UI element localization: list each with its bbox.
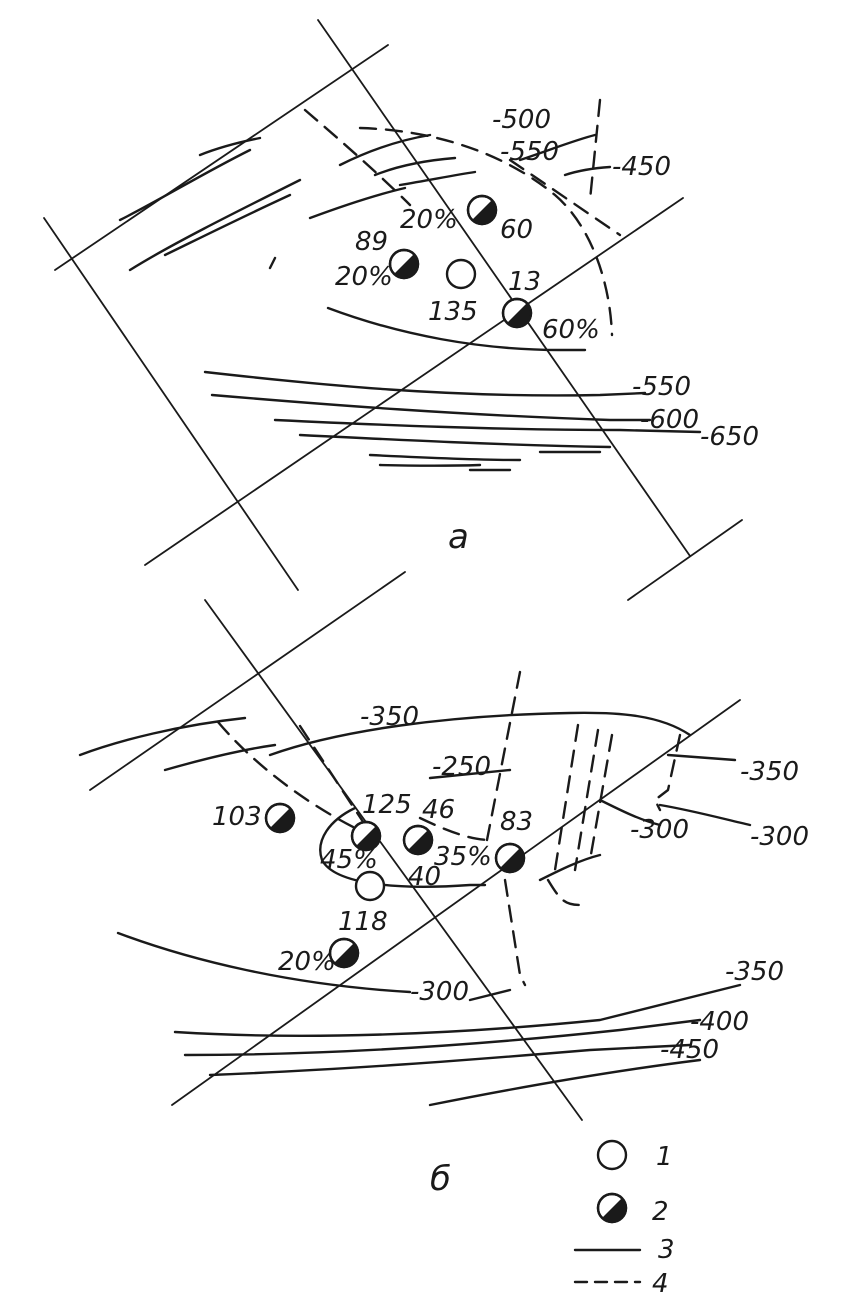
contour-label: -300: [410, 977, 469, 1007]
fault-lines-b: [538, 753, 752, 882]
dashed-contours-b: [216, 670, 682, 987]
well-number: 89: [355, 227, 388, 257]
contour-label: -450: [612, 152, 671, 182]
contour-label: -250: [432, 752, 491, 782]
contour-label: -650: [700, 422, 759, 452]
well-marker: 135: [428, 258, 478, 327]
dashed-contours-a: [303, 98, 622, 337]
panel-b: -350 -250 -350 -300 -300 -300 -350 -400 …: [78, 571, 809, 1199]
contour-label: -350: [740, 757, 799, 787]
well-marker: 118 20%: [278, 870, 388, 977]
well-number: 46: [422, 795, 455, 825]
contour-label: -350: [725, 957, 784, 987]
well-number: 103: [212, 802, 262, 832]
contours-lower-b: [173, 983, 742, 1107]
legend-item-1: 1: [596, 1139, 673, 1172]
well-marker: 60 20%: [400, 196, 533, 245]
legend-label: 3: [658, 1235, 675, 1265]
contours-upper-b: [78, 711, 692, 994]
contour-label: -350: [360, 702, 419, 732]
legend-label: 1: [656, 1142, 673, 1172]
legend-item-2: 2: [598, 1194, 669, 1227]
profile-lines-a: [43, 19, 743, 601]
well-marker: 46 35%: [404, 795, 492, 872]
well-number: 60: [500, 215, 533, 245]
well-number: 125: [362, 790, 412, 820]
panel-label: б: [430, 1159, 451, 1199]
panel-a: -500 -550 -450 -550 -600 -650 60 20% 89 …: [43, 19, 759, 601]
well-percent: 45%: [320, 845, 378, 875]
well-marker: 103: [212, 802, 294, 832]
well-percent: 20%: [400, 205, 458, 235]
well-percent: 35%: [434, 842, 492, 872]
contour-label: -450: [660, 1035, 719, 1065]
well-marker: 125 45%: [320, 790, 412, 875]
well-percent: 20%: [335, 262, 393, 292]
well-marker: 83: [496, 807, 533, 872]
legend-label: 2: [652, 1197, 669, 1227]
well-number: 13: [508, 267, 541, 297]
contour-label: -500: [492, 105, 551, 135]
contour-label: -550: [632, 372, 691, 402]
panel-label: а: [448, 517, 469, 557]
legend-label: 4: [652, 1269, 669, 1299]
legend: 1 2 3 4: [573, 1139, 675, 1299]
profile-lines-b: [89, 571, 741, 1121]
well-percent: 20%: [278, 947, 336, 977]
legend-item-3: 3: [573, 1235, 675, 1265]
contour-label: -550: [500, 137, 559, 167]
contour-label: -400: [690, 1007, 749, 1037]
legend-item-4: 4: [573, 1269, 669, 1299]
well-marker: [330, 939, 358, 967]
contour-label: -300: [630, 815, 689, 845]
fault-lines-a: [118, 133, 477, 272]
well-number: 135: [428, 297, 478, 327]
well-number: 83: [500, 807, 533, 837]
well-marker: 89 20%: [335, 227, 418, 292]
contour-label: -600: [640, 405, 699, 435]
contours-lower-a: [203, 133, 702, 472]
contour-label: -300: [750, 822, 809, 852]
well-number: 118: [338, 907, 388, 937]
well-marker: 13 60%: [503, 267, 600, 345]
well-percent: 60%: [542, 315, 600, 345]
well-number: 40: [408, 862, 441, 892]
